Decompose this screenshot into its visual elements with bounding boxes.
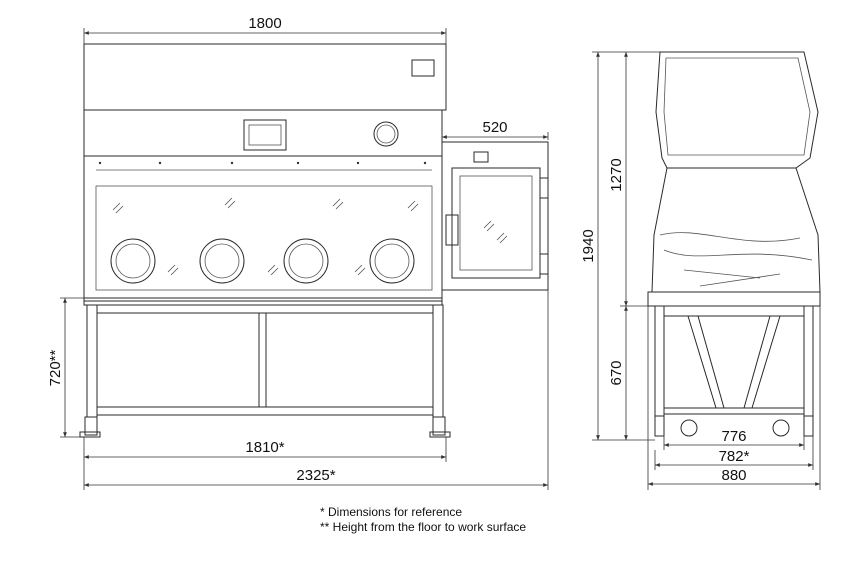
indicator-panel: [411, 59, 435, 77]
front-view: [79, 43, 549, 438]
footnote-reference: * Dimensions for reference: [320, 505, 463, 519]
upper-housing: [83, 43, 447, 111]
dim-work-height: 720**: [47, 349, 64, 386]
side-upper-housing: [655, 51, 819, 169]
dim-overall-depth: 880: [721, 467, 746, 484]
control-panel: [83, 109, 443, 157]
window-glass: [95, 185, 433, 291]
dim-total-height: 1940: [580, 229, 597, 262]
display-screen: [243, 119, 287, 151]
dim-frame-width: 1810*: [245, 439, 284, 456]
dim-pass-box-width: 520: [482, 119, 507, 136]
side-stand: [654, 305, 814, 437]
glove-port-3: [283, 238, 329, 284]
glove-port-1: [110, 238, 156, 284]
dim-caster-span: 776: [721, 428, 746, 445]
pass-box: [441, 141, 549, 291]
main-chamber: [83, 155, 443, 302]
support-stand: [79, 304, 451, 438]
glove-port-4: [369, 238, 415, 284]
dim-overall-width: 2325*: [296, 467, 335, 484]
glove-port-2: [199, 238, 245, 284]
dimension-lines: [60, 28, 821, 490]
dim-upper-height: 1270: [608, 158, 625, 191]
dim-front-width: 1800: [248, 15, 281, 32]
glass-reflections: [112, 197, 419, 276]
side-work-surface: [647, 291, 821, 307]
dimension-labels: 1800 520 720** 1810* 2325* 1270 1940 670…: [47, 15, 750, 484]
gauge-dial: [373, 121, 399, 147]
rivets: [98, 161, 427, 165]
dim-base-depth: 782*: [719, 448, 750, 465]
dim-lower-height: 670: [608, 360, 625, 385]
side-chamber: [651, 167, 821, 293]
side-view: [647, 51, 821, 437]
footnotes: * Dimensions for reference ** Height fro…: [320, 505, 526, 535]
glove-ports: [110, 238, 415, 284]
footnote-floor-height: ** Height from the floor to work surface: [320, 520, 527, 534]
